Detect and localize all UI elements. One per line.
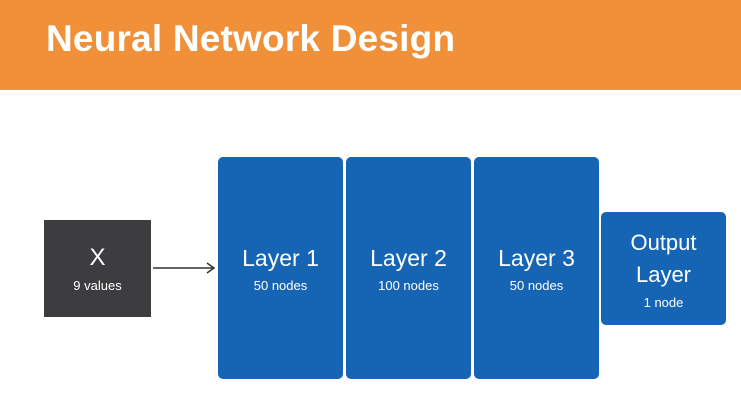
layer-2-node: Layer 2 100 nodes <box>346 157 471 379</box>
input-detail: 9 values <box>73 278 122 293</box>
output-layer-node: Output Layer 1 node <box>601 212 726 325</box>
input-arrow <box>153 262 216 274</box>
input-node: X 9 values <box>44 220 151 317</box>
input-label: X <box>89 244 106 271</box>
page-title: Neural Network Design <box>46 18 456 59</box>
layer-3-label: Layer 3 <box>498 244 575 271</box>
layer-2-detail: 100 nodes <box>378 277 439 293</box>
layer-1-detail: 50 nodes <box>253 277 308 293</box>
layer-1-label: Layer 1 <box>242 244 319 271</box>
output-label-line-1: Output <box>630 230 697 255</box>
output-label-line-2: Layer <box>635 262 692 287</box>
layer-3-node: Layer 3 50 nodes <box>474 157 599 379</box>
layer-2-label: Layer 2 <box>370 244 447 271</box>
output-detail: 1 node <box>643 295 684 310</box>
title-banner: Neural Network Design <box>0 0 741 90</box>
layer-3-detail: 50 nodes <box>509 277 564 293</box>
layer-1-node: Layer 1 50 nodes <box>218 157 343 379</box>
